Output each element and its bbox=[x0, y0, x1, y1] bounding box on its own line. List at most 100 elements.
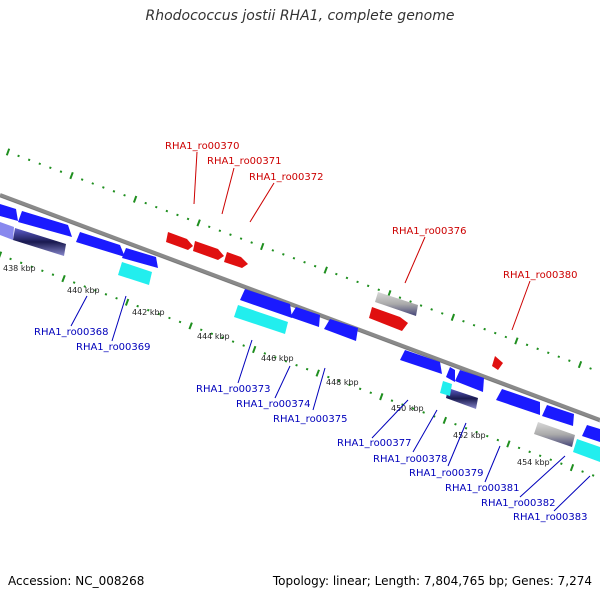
forward-minor-tick bbox=[218, 229, 222, 233]
gene-arrow-ro00377[interactable] bbox=[400, 350, 442, 374]
reverse-minor-tick bbox=[348, 383, 351, 387]
pseudo-block-ro00379[interactable] bbox=[446, 388, 478, 409]
kbp-label-452: 452 kbp bbox=[453, 431, 486, 440]
gene-arrow-left-edge-1[interactable] bbox=[0, 204, 18, 221]
rna-block-ro00383[interactable] bbox=[573, 439, 600, 462]
gene-arrow-ro00368[interactable] bbox=[76, 232, 125, 257]
gene-label-ro00375[interactable]: RHA1_ro00375 bbox=[273, 414, 348, 425]
gene-label-ro00371[interactable]: RHA1_ro00371 bbox=[207, 156, 282, 167]
rna-block-ro00378[interactable] bbox=[440, 381, 452, 396]
pseudo-block-left-1[interactable] bbox=[0, 222, 14, 240]
forward-minor-tick bbox=[430, 308, 433, 311]
gene-arrow-left-edge-2[interactable] bbox=[18, 211, 72, 237]
gene-label-ro00374[interactable]: RHA1_ro00374 bbox=[236, 399, 311, 410]
gene-arrow-ro00369[interactable] bbox=[122, 248, 158, 268]
leader-ro00381 bbox=[484, 445, 501, 483]
gene-arrow-ro00378[interactable] bbox=[446, 367, 455, 382]
gene-arrow-ro00380[interactable] bbox=[492, 356, 503, 370]
forward-minor-tick bbox=[38, 162, 42, 166]
gene-label-ro00373[interactable]: RHA1_ro00373 bbox=[196, 384, 271, 395]
gene-label-ro00372[interactable]: RHA1_ro00372 bbox=[249, 172, 324, 183]
genome-stats-text: Topology: linear; Length: 7,804,765 bp; … bbox=[272, 574, 592, 588]
reverse-minor-tick bbox=[560, 462, 563, 465]
gene-arrow-ro00383[interactable] bbox=[582, 425, 600, 442]
accession-text: Accession: NC_008268 bbox=[8, 574, 145, 588]
forward-minor-tick bbox=[313, 264, 317, 268]
gene-arrow-ro00370[interactable] bbox=[166, 232, 193, 250]
pseudo-block-left-2[interactable] bbox=[13, 228, 66, 256]
forward-major-tick bbox=[69, 171, 74, 180]
forward-minor-tick bbox=[335, 272, 338, 276]
reverse-minor-tick bbox=[422, 411, 425, 414]
pseudo-block-ro00382[interactable] bbox=[534, 422, 575, 447]
forward-minor-tick bbox=[419, 304, 423, 307]
forward-minor-tick bbox=[356, 280, 359, 284]
reverse-minor-tick bbox=[528, 450, 531, 454]
gene-label-ro00380[interactable]: RHA1_ro00380 bbox=[503, 270, 578, 281]
reverse-minor-tick bbox=[94, 289, 97, 292]
reverse-minor-tick bbox=[432, 415, 436, 418]
kbp-label-442: 442 kbp bbox=[132, 308, 165, 317]
gene-arrow-ro00372[interactable] bbox=[224, 252, 248, 268]
reverse-minor-tick bbox=[274, 356, 277, 359]
forward-minor-tick bbox=[557, 355, 561, 358]
gene-label-ro00378[interactable]: RHA1_ro00378 bbox=[373, 454, 448, 465]
leader-ro00373 bbox=[237, 339, 253, 384]
gene-block-ro00376-pseudo[interactable] bbox=[375, 292, 418, 316]
forward-minor-tick bbox=[282, 253, 285, 256]
forward-major-tick bbox=[260, 242, 265, 251]
leader-ro00380 bbox=[511, 280, 531, 331]
forward-minor-tick bbox=[49, 166, 52, 170]
rna-block-ro00369[interactable] bbox=[118, 262, 152, 285]
forward-minor-tick bbox=[462, 319, 465, 323]
forward-minor-tick bbox=[504, 335, 508, 339]
gene-arrow-ro00371[interactable] bbox=[193, 241, 224, 260]
leader-ro00374 bbox=[274, 365, 291, 399]
gene-arrow-ro00382[interactable] bbox=[542, 405, 574, 426]
rna-block-ro00373[interactable] bbox=[234, 305, 288, 334]
gene-arrow-ro00381[interactable] bbox=[496, 389, 540, 415]
gene-label-ro00368[interactable]: RHA1_ro00368 bbox=[34, 327, 109, 338]
reverse-minor-tick bbox=[263, 352, 267, 355]
reverse-minor-tick bbox=[538, 454, 542, 458]
forward-minor-tick bbox=[366, 284, 370, 288]
gene-arrow-ro00375[interactable] bbox=[324, 319, 358, 341]
gene-label-ro00377[interactable]: RHA1_ro00377 bbox=[337, 438, 412, 449]
gene-label-ro00382[interactable]: RHA1_ro00382 bbox=[481, 498, 556, 509]
reverse-minor-tick bbox=[72, 281, 76, 284]
leader-ro00370 bbox=[193, 151, 198, 205]
genome-title: Rhodococcus jostii RHA1, complete genome bbox=[145, 8, 455, 24]
gene-arrow-ro00373[interactable] bbox=[240, 289, 292, 318]
gene-arrow-ro00374[interactable] bbox=[290, 307, 320, 327]
reverse-major-tick bbox=[506, 440, 511, 448]
forward-minor-tick bbox=[525, 343, 529, 347]
forward-minor-tick bbox=[546, 351, 550, 355]
reverse-minor-tick bbox=[41, 269, 44, 273]
forward-minor-tick bbox=[250, 241, 253, 244]
reverse-minor-tick bbox=[104, 293, 108, 296]
gene-label-ro00383[interactable]: RHA1_ro00383 bbox=[513, 512, 588, 523]
forward-minor-tick bbox=[303, 260, 306, 264]
gene-label-ro00376[interactable]: RHA1_ro00376 bbox=[392, 226, 467, 237]
reverse-minor-tick bbox=[210, 332, 214, 336]
forward-minor-tick bbox=[345, 276, 349, 280]
gene-arrow-ro00376[interactable] bbox=[369, 307, 408, 331]
reverse-minor-tick bbox=[358, 387, 362, 391]
reverse-minor-tick bbox=[496, 438, 500, 442]
gene-label-ro00381[interactable]: RHA1_ro00381 bbox=[445, 483, 520, 494]
reverse-minor-tick bbox=[411, 407, 415, 410]
gene-label-ro00369[interactable]: RHA1_ro00369 bbox=[76, 342, 151, 353]
forward-minor-tick bbox=[472, 323, 476, 327]
kbp-label-440: 440 kbp bbox=[67, 286, 100, 295]
forward-minor-tick bbox=[123, 194, 126, 197]
reverse-tick-row bbox=[0, 251, 595, 477]
gene-arrow-ro00379[interactable] bbox=[455, 370, 484, 392]
reverse-minor-tick bbox=[199, 328, 203, 332]
gene-label-ro00370[interactable]: RHA1_ro00370 bbox=[165, 141, 240, 152]
reverse-minor-tick bbox=[242, 344, 245, 347]
forward-minor-tick bbox=[589, 367, 592, 370]
forward-minor-tick bbox=[398, 296, 402, 299]
gene-label-ro00379[interactable]: RHA1_ro00379 bbox=[409, 468, 484, 479]
reverse-minor-tick bbox=[231, 340, 235, 343]
